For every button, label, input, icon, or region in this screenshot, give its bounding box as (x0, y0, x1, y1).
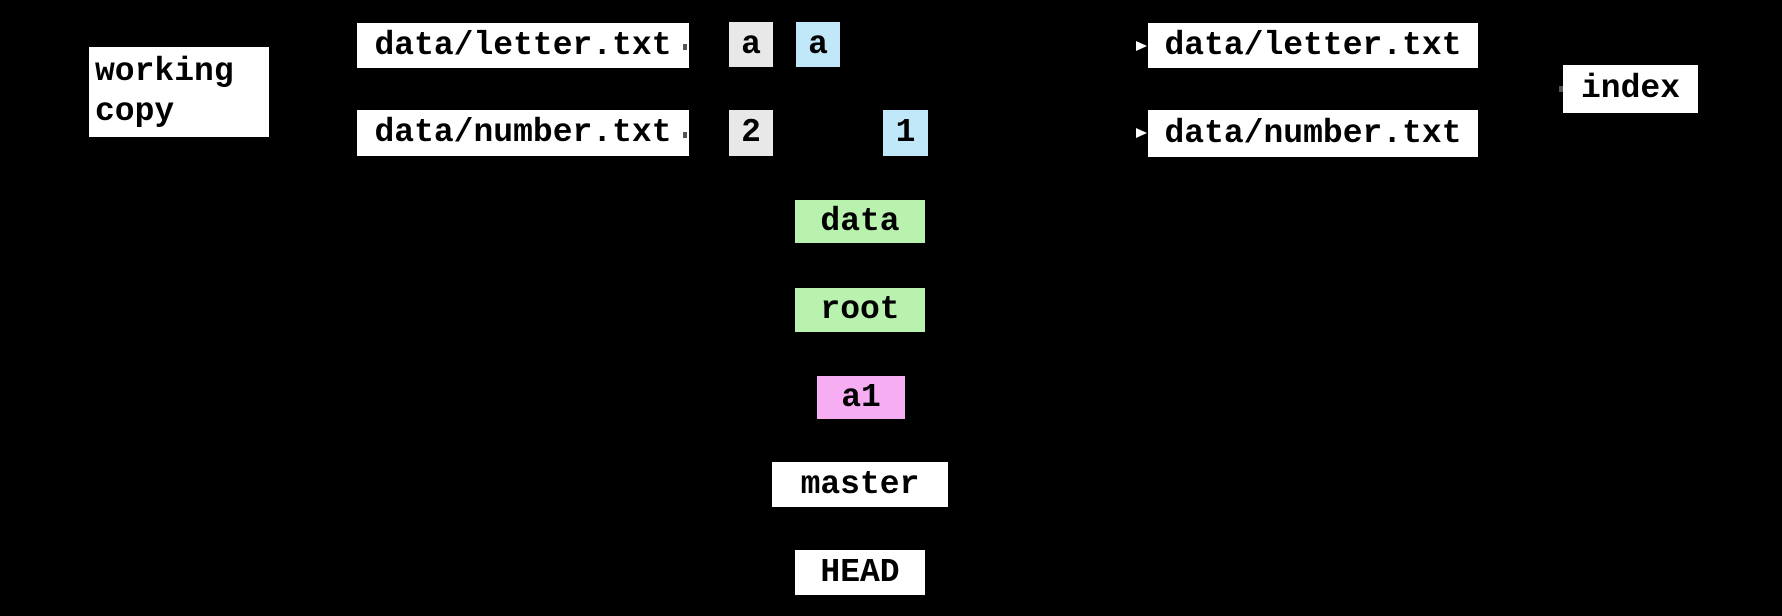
commit-node: a1 (817, 376, 905, 419)
tree-node-data: data (795, 200, 925, 243)
index-file-number-path: data/number.txt (1148, 110, 1478, 157)
index-blob-number: 1 (883, 110, 928, 156)
index-blob-letter: a (796, 22, 840, 67)
index-file-letter-path: data/letter.txt (1148, 23, 1478, 68)
working-blob-letter: a (729, 22, 773, 67)
working-file-letter-path: data/letter.txt (357, 23, 689, 68)
branch-ref-node: master (772, 462, 948, 507)
arrowhead-icon (1136, 128, 1147, 138)
index-node: index (1563, 65, 1698, 113)
arrowhead-icon (1136, 41, 1147, 51)
arrowhead-icon (1559, 86, 1563, 92)
working-copy-node: working copy (89, 47, 269, 137)
tree-node-root: root (795, 288, 925, 332)
head-ref-node: HEAD (795, 550, 925, 595)
arrowhead-icon (683, 132, 687, 138)
working-file-number-path: data/number.txt (357, 110, 689, 156)
working-blob-number: 2 (729, 110, 773, 156)
arrowhead-icon (683, 44, 687, 50)
